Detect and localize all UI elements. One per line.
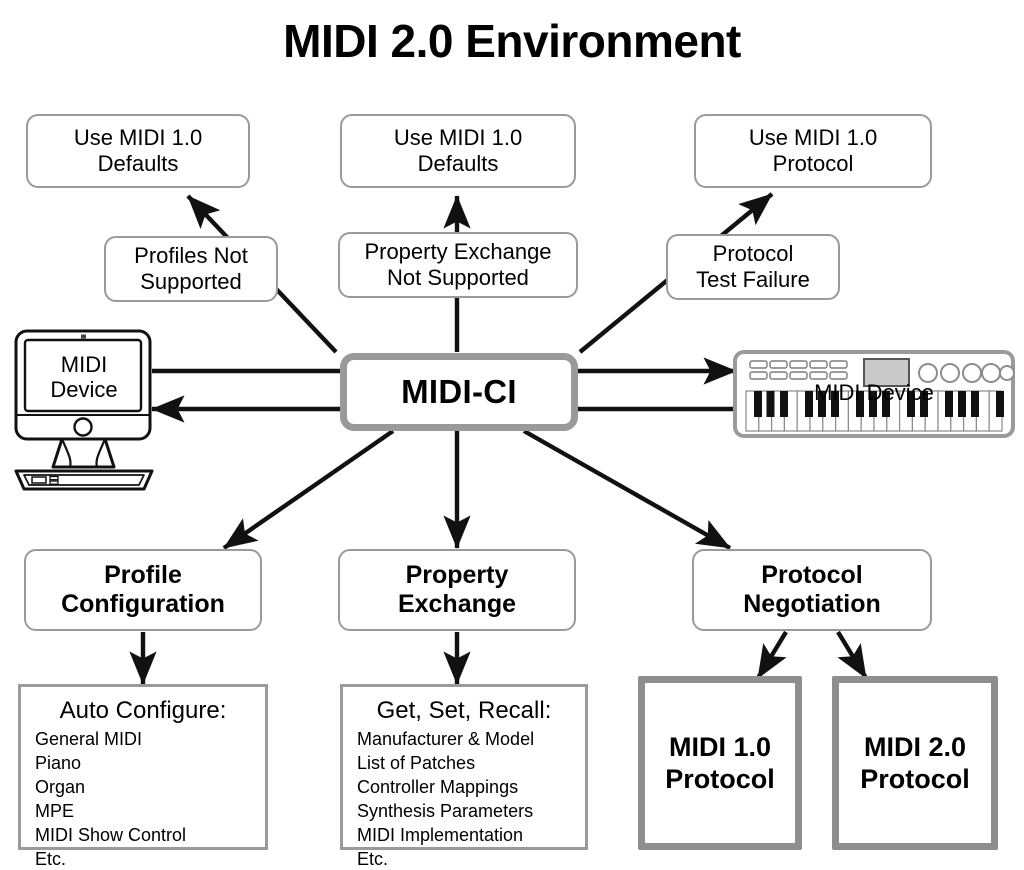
center-node-label: MIDI-CI	[401, 372, 517, 410]
arrow-ci-to-protocol-negotiation	[522, 429, 732, 550]
list-item: Manufacturer & Model	[357, 729, 535, 749]
service-label: Profile Configuration	[61, 560, 225, 619]
detail-list: Manufacturer & Model List of Patches Con…	[343, 728, 585, 870]
outcome-box-use-midi1-defaults-left: Use MIDI 1.0 Defaults	[26, 114, 250, 188]
condition-box-protocol-test-failure: Protocol Test Failure	[666, 234, 840, 300]
outcome-label: Use MIDI 1.0 Defaults	[393, 125, 523, 176]
protocol-box-midi2: MIDI 2.0 Protocol	[832, 676, 998, 850]
device-keyboard	[732, 349, 1016, 439]
condition-label: Property Exchange Not Supported	[364, 239, 552, 290]
list-item: Etc.	[357, 848, 389, 869]
outcome-box-use-midi1-defaults-mid: Use MIDI 1.0 Defaults	[340, 114, 576, 188]
list-item: General MIDI	[35, 729, 143, 749]
list-item: MIDI Show Control	[35, 824, 187, 845]
protocol-label: MIDI 2.0 Protocol	[860, 731, 970, 794]
condition-label: Profiles Not Supported	[134, 243, 248, 294]
list-item: Synthesis Parameters	[357, 800, 534, 821]
outcome-label: Use MIDI 1.0 Defaults	[73, 125, 203, 176]
outcome-box-use-midi1-protocol: Use MIDI 1.0 Protocol	[694, 114, 932, 188]
detail-list: General MIDI Piano Organ MPE MIDI Show C…	[21, 728, 265, 870]
outcome-label: Use MIDI 1.0 Protocol	[748, 125, 878, 176]
list-item: Organ	[35, 776, 86, 797]
arrow-ci-to-profile-configuration	[222, 429, 395, 550]
condition-label: Protocol Test Failure	[696, 241, 810, 292]
detail-box-get-set-recall: Get, Set, Recall: Manufacturer & Model L…	[340, 684, 588, 869]
arrow-protocol-negotiation-to-midi1-protocol	[756, 630, 788, 680]
list-item: Etc.	[35, 848, 67, 869]
list-item: Controller Mappings	[357, 776, 519, 797]
list-item: List of Patches	[357, 752, 476, 773]
service-label: Protocol Negotiation	[743, 560, 881, 619]
condition-box-property-exchange-not-supported: Property Exchange Not Supported	[338, 232, 578, 298]
center-node-midi-ci: MIDI-CI	[340, 353, 578, 431]
service-label: Property Exchange	[397, 560, 517, 619]
condition-box-profiles-not-supported: Profiles Not Supported	[104, 236, 278, 302]
page-title: MIDI 2.0 Environment	[283, 15, 741, 67]
service-box-protocol-negotiation: Protocol Negotiation	[692, 549, 932, 631]
arrow-protocol-negotiation-to-midi2-protocol	[836, 630, 868, 680]
detail-heading: Get, Set, Recall:	[376, 697, 552, 724]
device-computer	[10, 327, 158, 491]
service-box-property-exchange: Property Exchange	[338, 549, 576, 631]
protocol-box-midi1: MIDI 1.0 Protocol	[638, 676, 802, 850]
list-item: MIDI Implementation	[357, 824, 524, 845]
desktop-computer-icon	[14, 329, 154, 491]
list-item: MPE	[35, 800, 75, 821]
protocol-label: MIDI 1.0 Protocol	[665, 731, 775, 794]
detail-box-auto-configure: Auto Configure: General MIDI Piano Organ…	[18, 684, 268, 869]
service-box-profile-configuration: Profile Configuration	[24, 549, 262, 631]
detail-heading: Auto Configure:	[59, 697, 227, 724]
midi-keyboard-icon	[733, 350, 1015, 438]
list-item: Piano	[35, 752, 82, 773]
